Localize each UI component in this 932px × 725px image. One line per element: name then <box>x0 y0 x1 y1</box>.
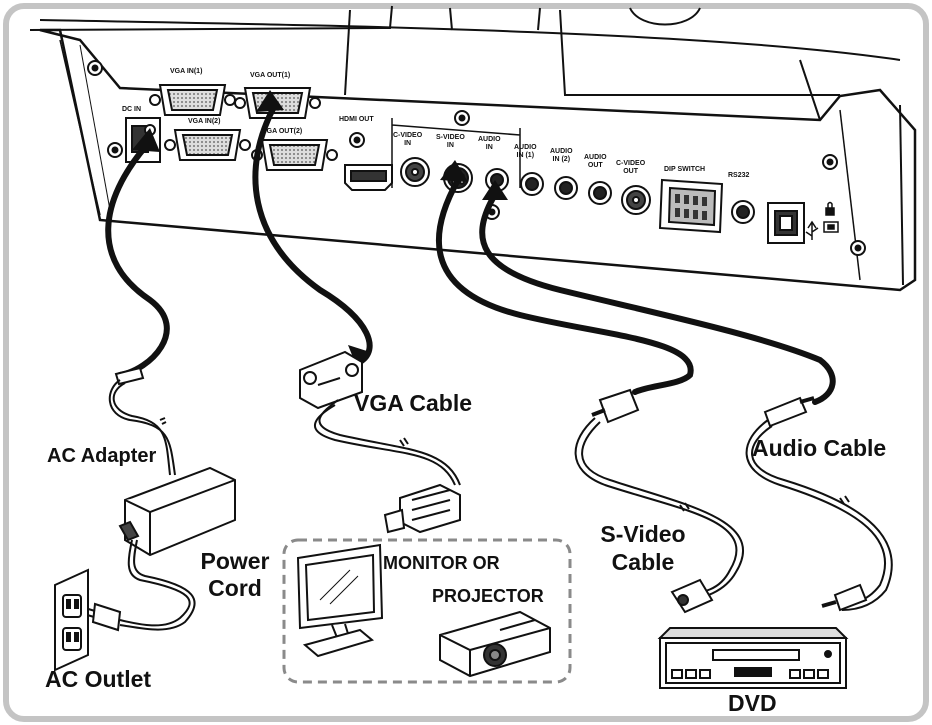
power-cord <box>119 539 196 631</box>
rs232-label: RS232 <box>728 172 750 179</box>
input-bracket <box>391 118 521 188</box>
audio-cable-assembly <box>745 396 893 612</box>
s-video-cable-assembly <box>574 388 744 614</box>
usb-icon <box>805 220 819 240</box>
vga-cable-to-monitor <box>252 102 373 365</box>
audio-in-2-jack <box>554 176 578 200</box>
vga-in-2-port <box>164 129 251 161</box>
vga-in-1-label: VGA IN(1) <box>170 68 203 75</box>
audio-cable-label: Audio Cable <box>752 435 887 461</box>
power-cable-to-dc-in <box>105 143 170 378</box>
audio-out-jack <box>588 181 612 205</box>
ac-adapter-cable <box>108 366 176 476</box>
monitor-or-label: MONITOR OR <box>383 553 500 573</box>
ac-outlet-label: AC Outlet <box>45 666 152 692</box>
ac-adapter-brick <box>118 466 236 557</box>
usb-port <box>767 202 805 244</box>
lock-icon <box>823 201 839 233</box>
c-video-out-jack <box>621 185 651 215</box>
c-video-in-jack <box>400 157 430 187</box>
vga-out-2-label: VGA OUT(2) <box>262 128 303 135</box>
camera-top <box>29 5 901 121</box>
wall-outlet-icon <box>54 568 89 672</box>
rs232-jack <box>731 200 755 224</box>
dvd-label: DVD <box>728 690 777 716</box>
dvd-player-icon <box>657 627 849 689</box>
audio-in-1-jack <box>520 172 544 196</box>
projector-label: PROJECTOR <box>432 586 544 606</box>
monitor-icon <box>296 543 384 658</box>
dip-switch <box>658 178 724 234</box>
vga-in-1-port <box>149 84 236 116</box>
dip-switch-label: DIP SWITCH <box>664 166 706 173</box>
audio-cable-line <box>479 195 836 405</box>
thick-cables <box>105 102 836 405</box>
vga-cable-assembly <box>299 350 461 534</box>
hdmi-out-label: HDMI OUT <box>339 116 374 123</box>
ac-adapter-label: AC Adapter <box>47 445 157 467</box>
display-device-box <box>282 538 572 684</box>
vga-out-1-label: VGA OUT(1) <box>250 72 291 79</box>
hdmi-out-port <box>344 132 393 191</box>
vga-cable-label: VGA Cable <box>354 390 473 416</box>
vga-in-2-label: VGA IN(2) <box>188 118 221 125</box>
dc-in-label: DC IN <box>122 106 142 113</box>
s-video-cable-line <box>435 177 694 395</box>
arrowheads <box>132 90 508 370</box>
projector-icon <box>439 610 551 678</box>
